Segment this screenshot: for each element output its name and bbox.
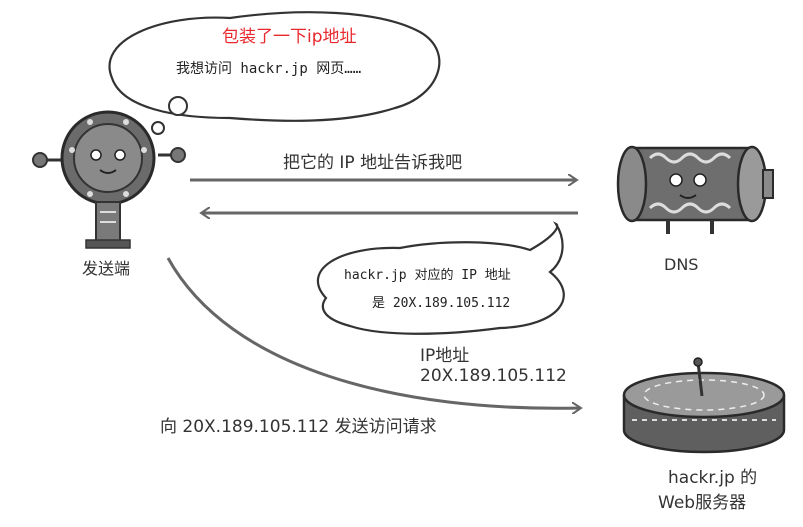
request-arrow-label: 向 20X.189.105.112 发送访问请求 xyxy=(160,412,437,437)
client-label: 发送端 xyxy=(82,255,130,279)
query-arrow-label: 把它的 IP 地址告诉我吧 xyxy=(283,148,462,173)
ip-result-line1: IP地址 xyxy=(420,341,469,366)
thought-bubble-title: 包装了一下ip地址 xyxy=(222,22,357,47)
ip-result-line2: 20X.189.105.112 xyxy=(420,366,567,386)
web-server-illustration xyxy=(624,358,784,452)
web-server-label-line1: hackr.jp 的 xyxy=(668,463,757,488)
dns-label: DNS xyxy=(664,255,698,274)
dns-reply-line2: 是 20X.189.105.112 xyxy=(372,292,510,311)
web-server-label-line2: Web服务器 xyxy=(658,488,746,513)
thought-bubble-text: 我想访问 hackr.jp 网页…… xyxy=(176,58,361,78)
dns-reply-line1: hackr.jp 对应的 IP 地址 xyxy=(344,264,511,283)
dns-server-illustration xyxy=(618,147,773,234)
